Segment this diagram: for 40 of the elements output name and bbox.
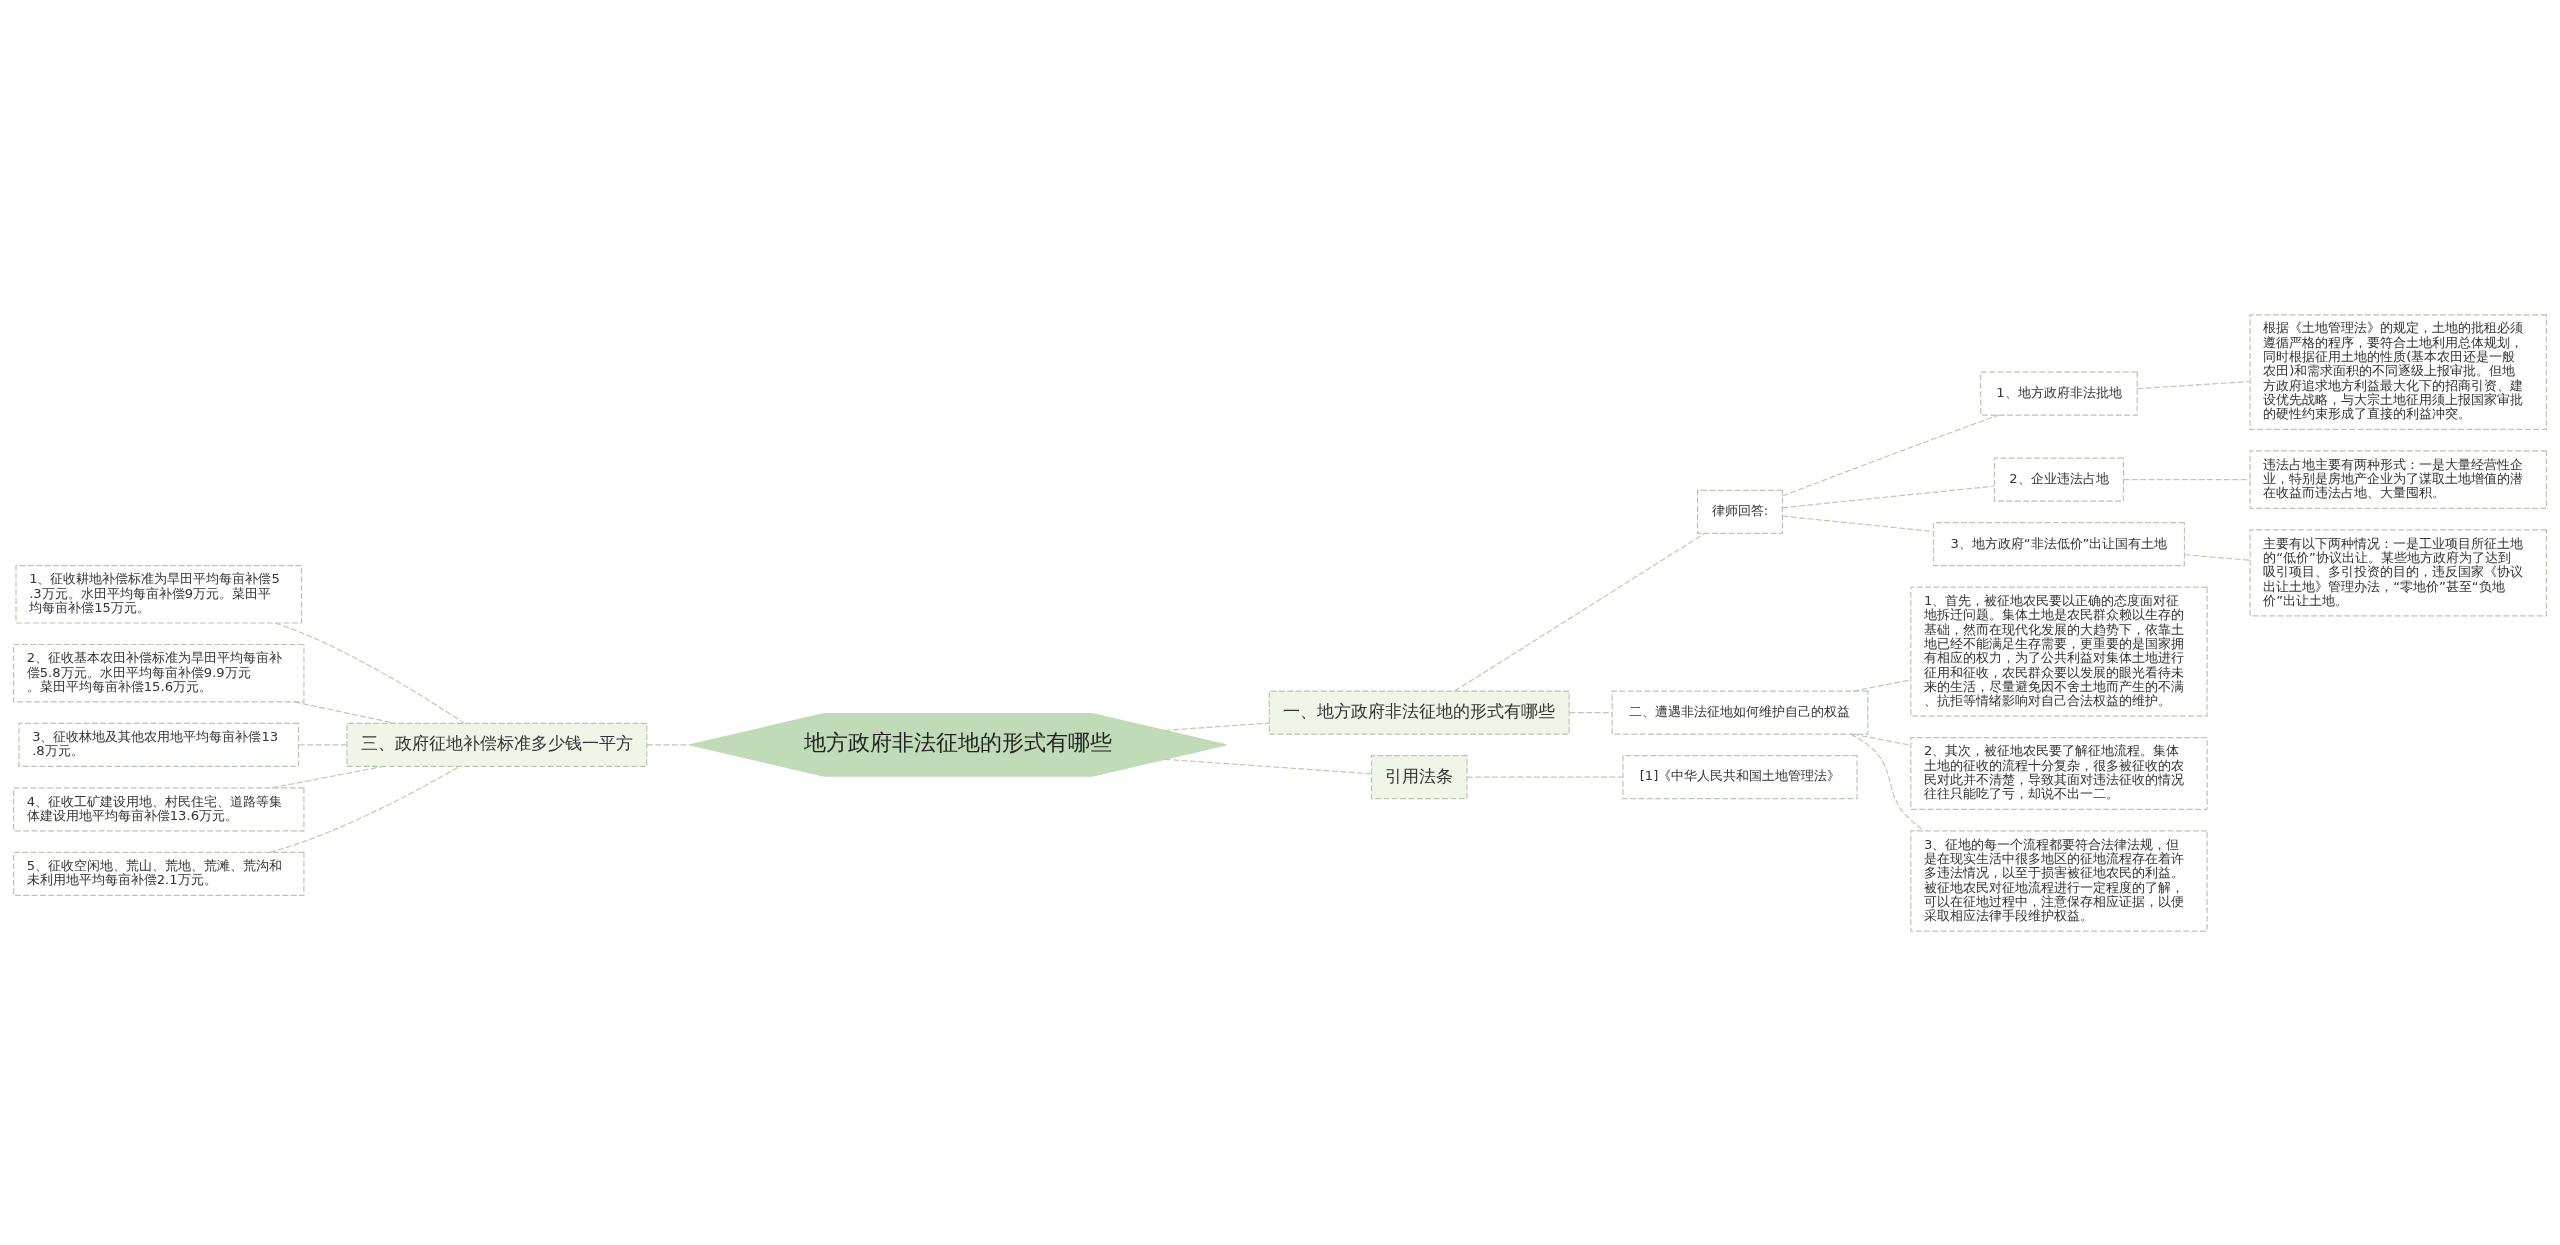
connector <box>2136 380 2251 389</box>
node-box: 4、征收工矿建设用地、村民住宅、道路等集体建设用地平均每亩补偿13.6万元。 <box>13 786 305 831</box>
node-box: 引用法条 <box>1370 754 1468 799</box>
node-box: 3、地方政府“非法低价”出让国有土地 <box>1932 521 2185 566</box>
connector <box>1782 414 1999 497</box>
connector <box>293 700 396 724</box>
connector <box>1164 758 1372 774</box>
connector <box>298 743 348 745</box>
connector <box>1164 721 1270 731</box>
node-box: 二、遭遇非法征地如何维护自己的权益 <box>1611 690 1869 735</box>
node-box: 1、征收耕地补偿标准为旱田平均每亩补偿5.3万元。水田平均每亩补偿9万元。菜田平均每亩补偿15万元。 <box>15 564 303 624</box>
node-box: 主要有以下两种情况：一是工业项目所征土地的“低价”协议出让。某些地方政府为了达到吸引项目、多引投资的目的，违反国家《协议出让土地》管理办法，“零地价”甚至“负地价”出让土地。 <box>2249 528 2547 616</box>
connector <box>1781 515 1934 532</box>
node-box: 3、征地的每一个流程都要符合法律法规，但是在现实生活中很多地区的征地流程存在着许多违法情况，以至于损害被征地农民的利益。被征地农民对征地流程进行一定程度的了解，可以在征地过程中，注意保存相应证据，以便采取相应法律手段维护权益。 <box>1910 829 2208 932</box>
connector <box>1568 711 1613 713</box>
node-box: 5、征收空闲地、荒山、荒地、荒滩、荒沟和未利用地平均每亩补偿2.1万元。 <box>13 851 305 896</box>
node-box: 1、首先，被征地农民要以正确的态度面对征地拆迁问题。集体土地是农民群众赖以生存的基础，然而在现代化发展的大趋势下，依靠土地已经不能满足生存需要，更重要的是国家拥有相应的权力，为了公共利益对集体土地进行征用和征收，农民群众要以发展的眼光看待未来的生活，尽量避免因不舍土地而产生的不满、抗拒等情绪影响对自己合法权益的维护。 <box>1910 586 2208 717</box>
connector <box>1850 733 1925 831</box>
connector <box>274 621 465 724</box>
connector <box>2184 553 2251 561</box>
connector <box>269 765 461 853</box>
connector <box>646 743 691 745</box>
connector <box>1781 485 1995 508</box>
connector <box>2122 478 2251 480</box>
node-box: [1]《中华人民共和国土地管理法》 <box>1622 754 1858 799</box>
connector <box>1454 532 1706 692</box>
node-box: 2、征收基本农田补偿标准为旱田平均每亩补偿5.8万元。水田平均每亩补偿9.9万元。菜田平均每亩补偿15.6万元。 <box>13 643 305 702</box>
node-box: 一、地方政府非法征地的形式有哪些 <box>1268 690 1570 735</box>
connector <box>1852 733 1911 746</box>
node-box: 1、地方政府非法批地 <box>1980 371 2138 416</box>
connector <box>271 765 385 788</box>
node-box: 律师回答: <box>1696 489 1783 534</box>
connector <box>1852 678 1911 692</box>
node-box: 违法占地主要有两种形式：一是大量经营性企业，特别是房地产企业为了谋取土地增值的潜在收益而违法占地、大量囤积。 <box>2249 449 2547 509</box>
connector <box>1466 776 1624 778</box>
node-box: 3、征收林地及其他农用地平均每亩补偿13.8万元。 <box>18 722 300 767</box>
node-box: 2、其次，被征地农民要了解征地流程。集体土地的征收的流程十分复杂，很多被征收的农民对此并不清楚，导致其面对违法征收的情况往往只能吃了亏，却说不出一二。 <box>1910 736 2208 810</box>
node-box: 三、政府征地补偿标准多少钱一平方 <box>346 722 648 767</box>
node-box: 2、企业违法占地 <box>1993 457 2125 502</box>
node-box: 根据《土地管理法》的规定，土地的批租必须遵循严格的程序，要符合土地利用总体规划，同时根据征用土地的性质(基本农田还是一般农田)和需求面积的不同逐级上报审批。但地方政府追求地方利益最大化下的招商引资、建设优先战略，与大宗土地征用须上报国家审批的硬性约束形成了直接的利益冲突。 <box>2249 313 2547 430</box>
